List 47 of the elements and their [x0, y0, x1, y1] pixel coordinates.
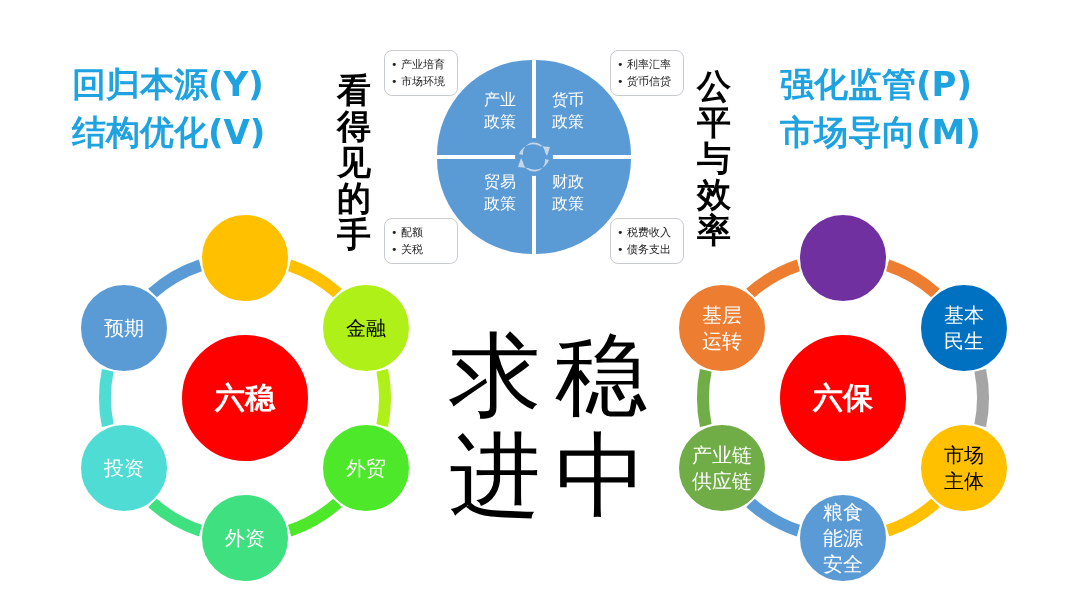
callout-box — [610, 50, 684, 96]
vertical-heading: 看得见的手 — [336, 72, 372, 252]
quadrant-label: 货币政策 — [550, 89, 585, 133]
connector-arc — [99, 369, 114, 427]
bullet-item: • 关税 — [391, 242, 423, 258]
bullet-item: • 债务支出 — [617, 242, 671, 258]
node-label: 基本民生 — [943, 302, 986, 354]
connector-arc — [148, 259, 203, 298]
heading-text: 强化监管(P) — [780, 63, 972, 106]
node-label: 外资 — [225, 525, 265, 551]
bullet-item: • 税费收入 — [617, 225, 671, 241]
quadrant-label: 财政政策 — [550, 171, 585, 215]
bullet-item: • 配额 — [391, 225, 423, 241]
node-label: 六稳 — [215, 381, 275, 415]
connector-arc — [746, 498, 801, 537]
heading-text: 回归本源(Y) — [72, 63, 264, 106]
node-label: 预期 — [103, 315, 144, 341]
connector-arc — [885, 498, 940, 537]
connector-arc — [974, 369, 989, 427]
connector-arc — [148, 498, 203, 537]
connector-arc — [287, 259, 342, 298]
heading-text: 市场导向(M) — [780, 111, 981, 154]
vertical-heading: 公平与效率 — [696, 68, 732, 248]
heading-text: 结构优化(V) — [72, 111, 266, 154]
connector-arc — [746, 259, 801, 298]
connector-arc — [697, 369, 712, 427]
node-label: 投资 — [103, 455, 144, 481]
node-label: 市场主体 — [943, 442, 986, 494]
connector-arc — [885, 259, 940, 298]
connector-arc — [376, 369, 391, 427]
bullet-item: • 利率汇率 — [617, 57, 671, 73]
callout-box — [610, 218, 684, 264]
slogan-text: 稳中求进 — [448, 326, 648, 526]
node-label: 产业链供应链 — [690, 442, 753, 494]
node-label: 外贸 — [346, 455, 387, 481]
bullet-item: • 市场环境 — [391, 74, 445, 90]
callout-box — [384, 50, 458, 96]
node-label: 粮食能源安全 — [822, 499, 864, 577]
node-label: 基层运转 — [700, 302, 743, 354]
bullet-item: • 货币信贷 — [617, 74, 671, 90]
bullet-item: • 产业培育 — [391, 57, 445, 73]
node-label: 六保 — [813, 381, 873, 415]
quadrant-label: 产业政策 — [483, 89, 518, 133]
node-label: 金融 — [346, 315, 387, 341]
callout-box — [384, 218, 458, 264]
quadrant-label: 贸易政策 — [483, 171, 518, 215]
connector-arc — [287, 498, 342, 537]
